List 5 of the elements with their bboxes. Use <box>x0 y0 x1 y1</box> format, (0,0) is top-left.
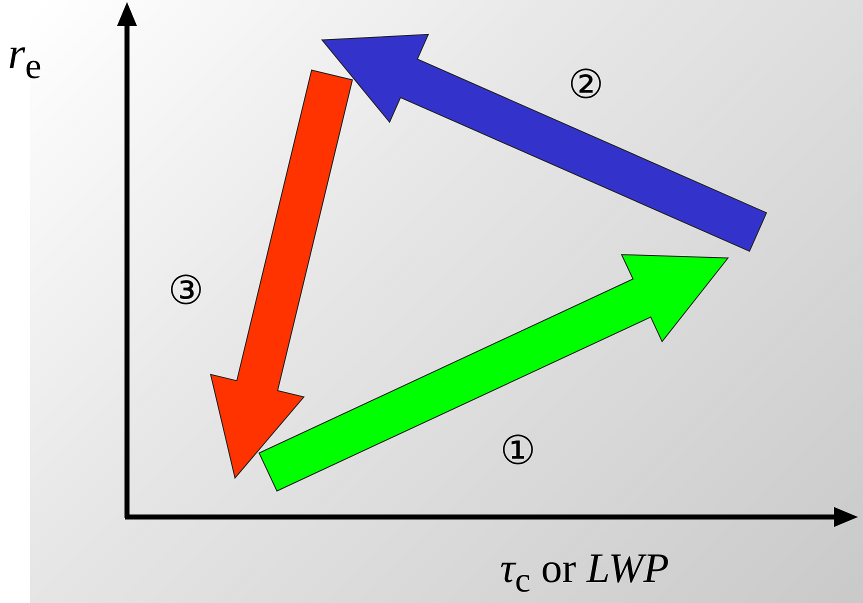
step-number: ② <box>568 62 604 108</box>
step-number: ① <box>500 428 536 474</box>
step-number: ③ <box>168 268 204 314</box>
axis-label: τ$_{c}$ or LWP <box>500 545 670 600</box>
axis-label: r$_{e}$ <box>8 28 42 87</box>
